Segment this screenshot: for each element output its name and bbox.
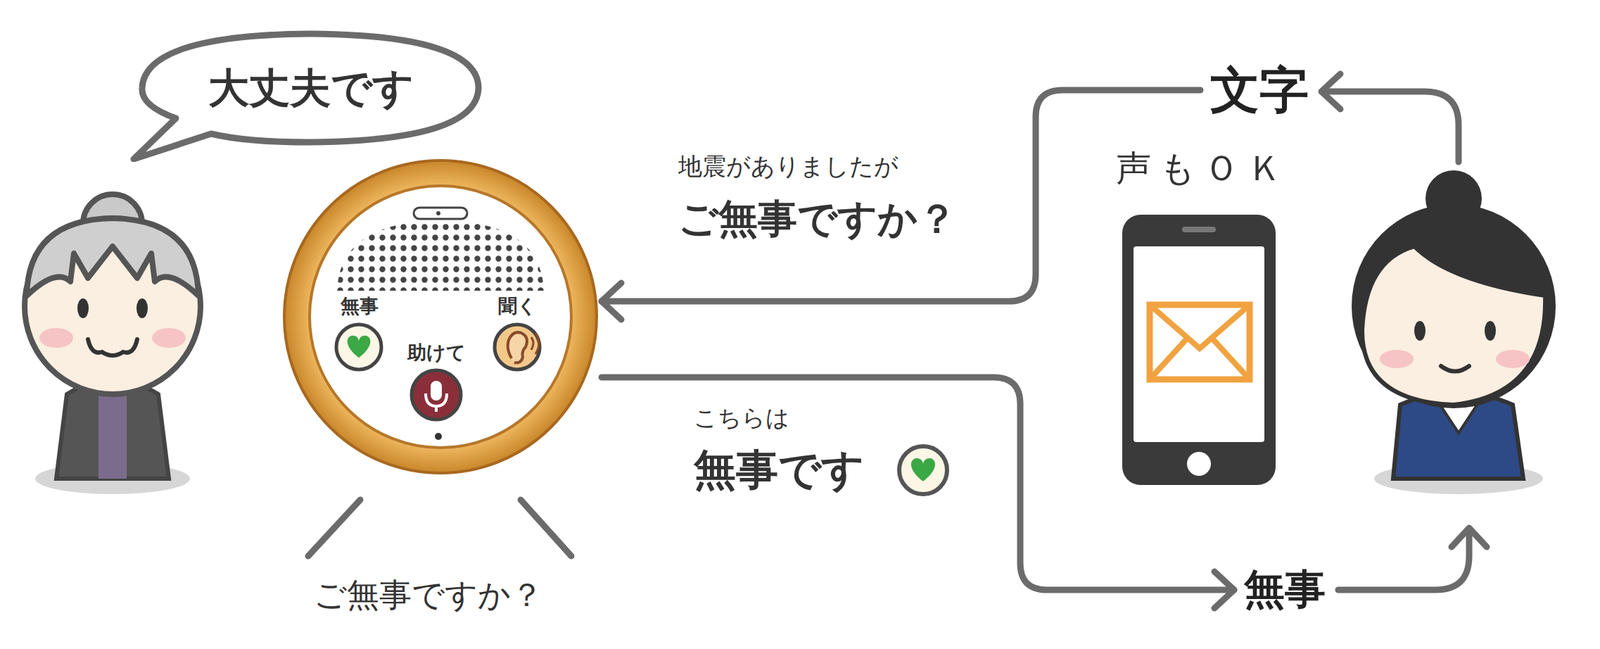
operator-figure <box>1351 170 1556 494</box>
bubble-text: 大丈夫です <box>208 61 414 117</box>
annotation-label: ご無事ですか？ <box>313 576 544 613</box>
annotation-label: 地震がありましたが <box>678 153 899 180</box>
channel-text-node: 無事 <box>1238 564 1332 615</box>
safety-device: 無事 聞く助けて <box>282 158 599 475</box>
button-label: 助けて <box>407 339 466 366</box>
flow-connector <box>601 377 1235 608</box>
device-stand-lines <box>308 499 572 556</box>
speech-bubble: 大丈夫です <box>126 28 493 162</box>
button-label: 無事 <box>340 293 379 319</box>
flow-arrows <box>1321 73 1487 590</box>
annotation-label: こちらは <box>693 405 790 431</box>
channel-text: 無事 <box>1243 567 1326 613</box>
flow-connector <box>601 90 1201 320</box>
button-label: 聞く <box>498 293 537 319</box>
channel-text: 文字 <box>1210 63 1309 118</box>
annotation-label: ご無事ですか？ <box>678 197 957 241</box>
annotation-label: 無事です <box>693 446 865 493</box>
safe-heart-icon <box>899 446 948 494</box>
device-outline <box>282 158 599 475</box>
channel-text-node: 文字 <box>1204 60 1315 121</box>
grandma-figure <box>24 194 201 494</box>
annotation-label: 声もＯＫ <box>1115 149 1292 188</box>
smartphone-icon <box>1122 214 1276 485</box>
